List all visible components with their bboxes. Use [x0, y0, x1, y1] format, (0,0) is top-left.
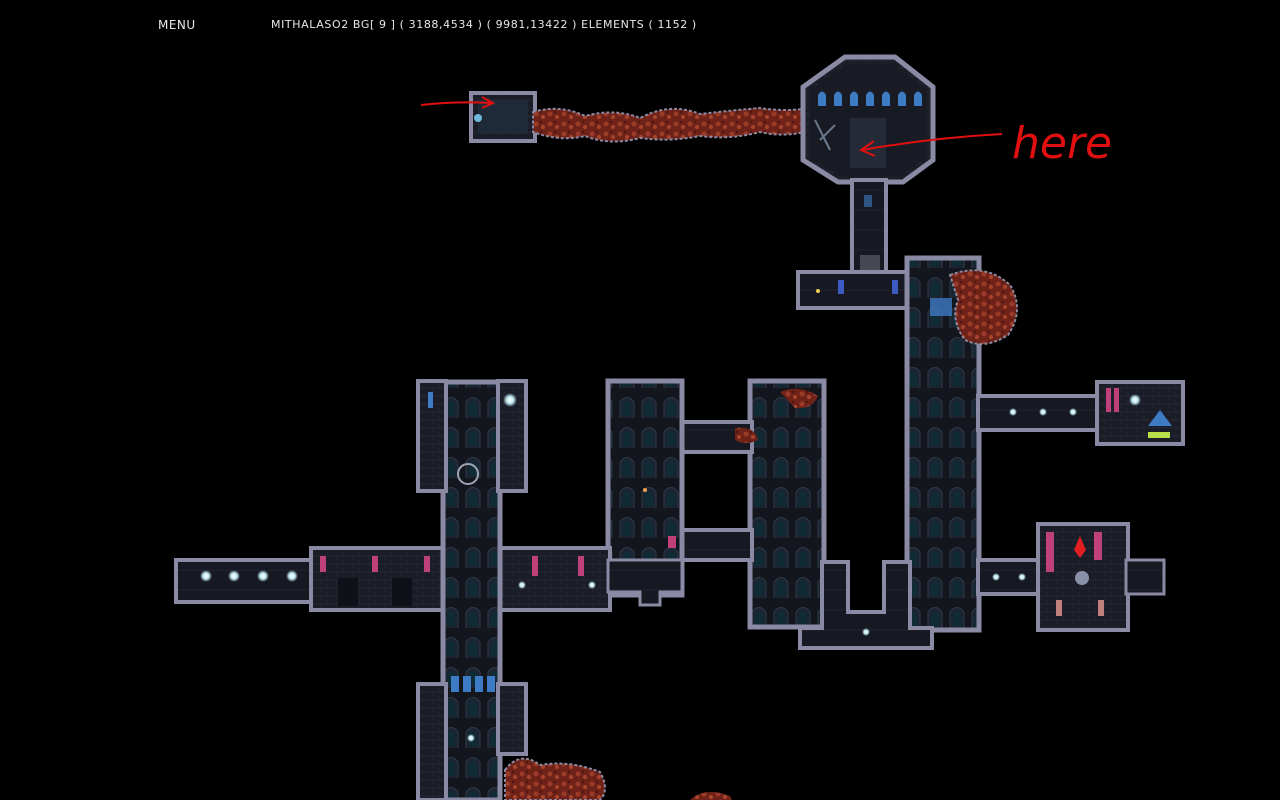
- annotation-arrow-left: [420, 96, 496, 109]
- flesh-tunnel-top: [532, 106, 814, 143]
- flesh-growth-bottom: [690, 791, 732, 800]
- flesh-growth-tower: [948, 269, 1018, 345]
- cross-link: [606, 558, 684, 607]
- flesh-tunnel-bottom: [504, 757, 606, 800]
- east-corridor-lower: [976, 558, 1042, 596]
- cross-lower-left-wing: [416, 682, 448, 800]
- east-exit-corridor: [1124, 558, 1166, 596]
- top-left-entry-room: [469, 91, 537, 143]
- bottom-basin: [798, 560, 934, 650]
- octagon-chamber: [800, 54, 936, 185]
- level-status-readout: MITHALASO2 BG[ 9 ] ( 3188,4534 ) ( 9981,…: [271, 18, 697, 31]
- east-room-lower: [1036, 522, 1130, 632]
- east-room-upper: [1095, 380, 1185, 446]
- west-hall: [309, 546, 445, 612]
- cross-east-hall: [498, 546, 612, 612]
- cross-lower-right-wing: [496, 682, 528, 756]
- east-corridor-upper: [976, 394, 1102, 432]
- central-cross-tower: [440, 379, 503, 800]
- bridge-lower: [678, 528, 754, 562]
- middle-right-tower: [747, 378, 827, 630]
- annotation-arrow-here: [858, 133, 1003, 157]
- annotation-here-label: here: [1012, 118, 1112, 169]
- circle-cursor-icon: [457, 463, 479, 485]
- menu-button[interactable]: MENU: [158, 18, 196, 32]
- chamber-windows: [818, 91, 922, 106]
